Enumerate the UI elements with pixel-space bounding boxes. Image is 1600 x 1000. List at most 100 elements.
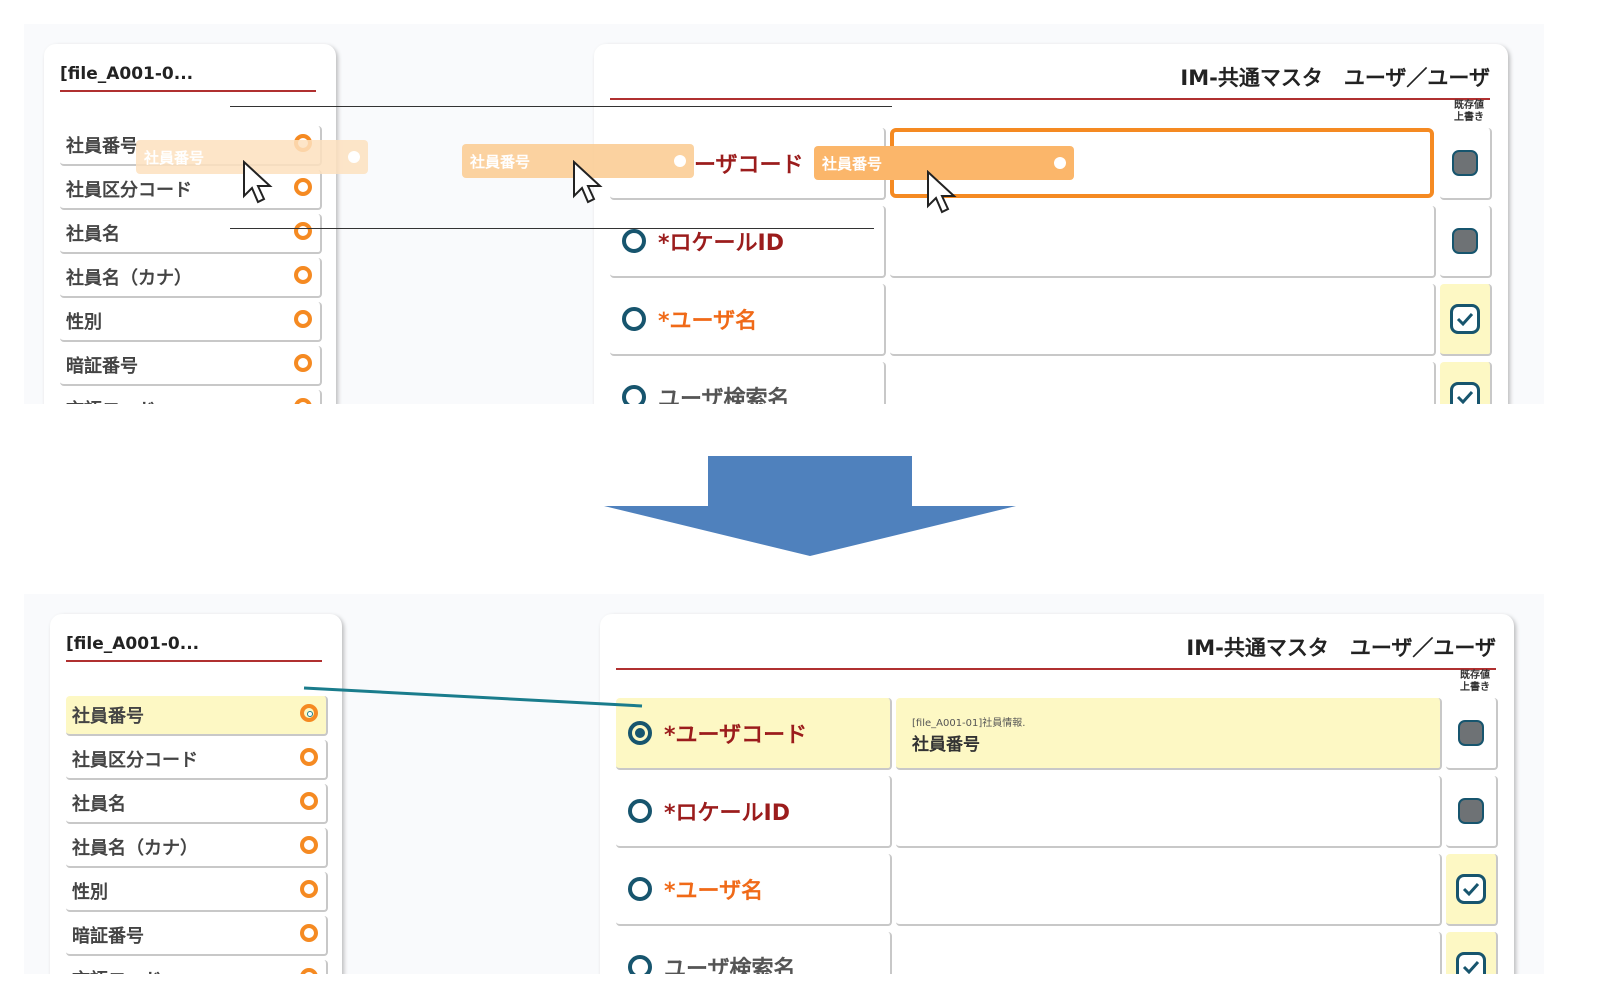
overwrite-toggle[interactable] [1446, 854, 1498, 926]
connector-handle-icon[interactable] [300, 836, 318, 854]
target-row-user-name: *ユーザ名 [616, 854, 1500, 926]
source-field-item[interactable]: 暗証番号 [60, 346, 322, 386]
drag-guide-line [230, 228, 874, 229]
target-field-label-box[interactable]: *ユーザ名 [616, 854, 892, 926]
connector-handle-icon[interactable] [300, 880, 318, 898]
source-field-panel: [file_A001-0... 社員番号 社員区分コード 社員名 社員名（カナ）… [44, 44, 336, 404]
target-field-label-box[interactable]: *ロケールID [616, 776, 892, 848]
target-field-label: ユーザ検索名 [664, 957, 796, 974]
source-field-item[interactable]: 性別 [66, 872, 328, 912]
target-connector-ring-icon[interactable] [628, 721, 652, 745]
unchecked-square-icon [1452, 150, 1478, 176]
drag-ghost-dot-icon [1054, 157, 1066, 169]
target-row-locale-id: *ロケールID [616, 776, 1500, 848]
target-connector-ring-icon[interactable] [628, 877, 652, 901]
connector-handle-icon[interactable] [300, 748, 318, 766]
overwrite-toggle[interactable] [1440, 206, 1492, 278]
checkmark-icon [1450, 382, 1480, 404]
mouse-pointer-icon [927, 170, 957, 214]
source-field-label: 暗証番号 [66, 356, 138, 377]
drag-ghost-item: 社員番号 [814, 146, 1074, 180]
target-connector-ring-icon[interactable] [628, 799, 652, 823]
drag-ghost-label: 社員番号 [144, 148, 205, 167]
connector-handle-icon[interactable] [300, 968, 318, 974]
source-field-item[interactable]: 性別 [60, 302, 322, 342]
target-connector-ring-icon[interactable] [622, 385, 646, 404]
target-field-label-box[interactable]: *ロケールID [610, 206, 886, 278]
checkmark-icon [1456, 874, 1486, 904]
source-field-label: 社員名 [72, 794, 126, 815]
connector-handle-icon[interactable] [294, 222, 312, 240]
target-value-field[interactable] [890, 284, 1436, 356]
unchecked-square-icon [1458, 798, 1484, 824]
target-value-field-mapped[interactable]: [file_A001-01]社員情報. 社員番号 [896, 698, 1442, 770]
mouse-pointer-icon [573, 160, 603, 204]
target-value-field[interactable] [896, 776, 1442, 848]
target-row-user-name: *ユーザ名 [610, 284, 1494, 356]
overwrite-toggle[interactable] [1440, 362, 1492, 404]
source-field-label: 社員区分コード [66, 180, 192, 201]
target-field-label-box[interactable]: *ユーザコード [616, 698, 892, 770]
target-value-field[interactable] [890, 362, 1436, 404]
drag-ghost-label: 社員番号 [470, 152, 531, 171]
unchecked-square-icon [1458, 720, 1484, 746]
target-field-label-box[interactable]: ユーザ検索名 [610, 362, 886, 404]
source-field-item-selected[interactable]: 社員番号 [66, 696, 328, 736]
overwrite-toggle[interactable] [1446, 698, 1498, 770]
connector-handle-icon[interactable] [300, 792, 318, 810]
target-connector-ring-icon[interactable] [628, 955, 652, 974]
drag-guide-line [230, 106, 892, 107]
connector-handle-icon[interactable] [294, 354, 312, 372]
connector-handle-icon[interactable] [300, 924, 318, 942]
target-row-user-search-name: ユーザ検索名 [610, 362, 1494, 404]
target-field-label: *ロケールID [658, 231, 784, 256]
overwrite-toggle[interactable] [1446, 932, 1498, 974]
source-field-panel: [file_A001-0... 社員番号 社員区分コード 社員名 社員名（カナ）… [50, 614, 342, 974]
target-value-field[interactable] [896, 932, 1442, 974]
source-field-item[interactable]: 社員名 [66, 784, 328, 824]
connector-handle-icon[interactable] [294, 266, 312, 284]
unchecked-square-icon [1452, 228, 1478, 254]
target-connector-ring-icon[interactable] [622, 307, 646, 331]
overwrite-toggle[interactable] [1446, 776, 1498, 848]
source-field-item[interactable]: 社員区分コード [66, 740, 328, 780]
overwrite-toggle[interactable] [1440, 128, 1492, 200]
checkmark-icon [1456, 952, 1486, 974]
overwrite-column-header: 既存値上書き [1454, 100, 1484, 123]
source-field-label: 社員名（カナ） [66, 268, 192, 289]
target-value-field[interactable] [890, 206, 1436, 278]
source-field-item[interactable]: 言語コード [60, 390, 322, 404]
source-field-item[interactable]: 社員名 [60, 214, 322, 254]
connector-handle-icon[interactable] [294, 398, 312, 404]
source-field-label: 言語コード [60, 396, 156, 404]
target-field-label: ーザコード [694, 153, 804, 178]
overwrite-column-header: 既存値上書き [1460, 670, 1490, 693]
connector-handle-icon[interactable] [294, 178, 312, 196]
source-field-item[interactable]: 言語コード [66, 960, 328, 974]
target-field-label-box[interactable]: ユーザ検索名 [616, 932, 892, 974]
target-row-user-code: *ユーザコード [file_A001-01]社員情報. 社員番号 [616, 698, 1500, 770]
connector-handle-icon[interactable] [294, 310, 312, 328]
source-field-item[interactable]: 社員名（カナ） [60, 258, 322, 298]
mapping-before-scene: [file_A001-0... 社員番号 社員区分コード 社員名 社員名（カナ）… [24, 24, 1544, 404]
connector-handle-icon[interactable] [300, 704, 318, 722]
source-field-label: 社員名 [66, 224, 120, 245]
target-field-panel: IM-共通マスタ ユーザ／ユーザ 既存値上書き *ユーザコード [file_A0… [600, 614, 1514, 974]
target-value-field[interactable] [896, 854, 1442, 926]
source-field-item[interactable]: 暗証番号 [66, 916, 328, 956]
mouse-pointer-icon [243, 160, 273, 204]
source-field-label: 社員番号 [72, 706, 144, 727]
drag-ghost-dot-icon [348, 151, 360, 163]
target-field-label: *ユーザ名 [664, 879, 764, 904]
source-file-title: [file_A001-0... [66, 634, 322, 662]
source-field-item[interactable]: 社員名（カナ） [66, 828, 328, 868]
source-field-item[interactable]: 社員区分コード [60, 170, 322, 210]
target-connector-ring-icon[interactable] [622, 229, 646, 253]
source-field-label: 言語コード [66, 966, 162, 974]
target-master-title: IM-共通マスタ ユーザ／ユーザ [610, 62, 1490, 100]
checkmark-icon [1450, 304, 1480, 334]
target-field-label-box[interactable]: *ユーザ名 [610, 284, 886, 356]
overwrite-toggle[interactable] [1440, 284, 1492, 356]
source-field-label: 社員名（カナ） [72, 838, 198, 859]
target-master-title: IM-共通マスタ ユーザ／ユーザ [616, 632, 1496, 670]
